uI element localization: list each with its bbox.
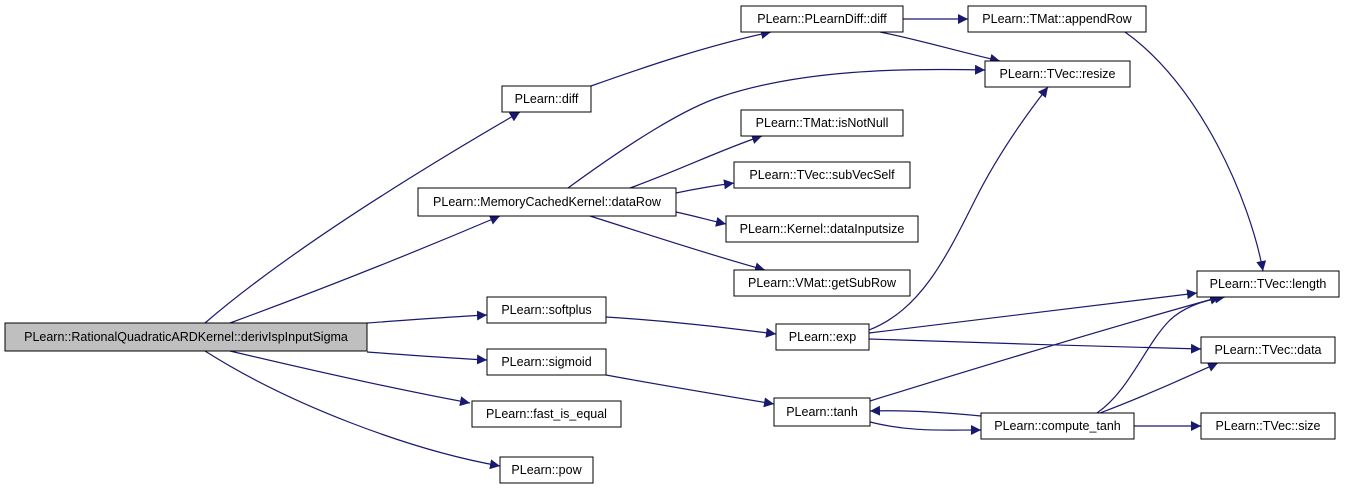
svg-text:PLearn::TVec::data: PLearn::TVec::data (1214, 343, 1321, 357)
edge-plearndiff-to-resize (879, 31, 1001, 64)
edge-datarow-to-getsubrow (589, 215, 766, 273)
node-size[interactable]: PLearn::TVec::size (1200, 412, 1336, 440)
edge-datarow-to-datainputsize (675, 211, 727, 227)
edge-diff-to-plearndiff (590, 29, 772, 87)
svg-text:PLearn::TVec::subVecSelf: PLearn::TVec::subVecSelf (749, 168, 895, 182)
svg-text:PLearn::TVec::length: PLearn::TVec::length (1210, 277, 1327, 291)
edge-computetanh-to-tanh (869, 405, 982, 417)
edge-root-to-fastisequal (229, 350, 471, 407)
edge-exp-to-data (868, 338, 1202, 354)
node-datarow[interactable]: PLearn::MemoryCachedKernel::dataRow (417, 187, 677, 217)
edge-root-to-sigmoid (366, 351, 488, 365)
edge-softplus-to-exp (605, 316, 777, 338)
svg-text:PLearn::pow: PLearn::pow (511, 463, 582, 477)
node-softplus[interactable]: PLearn::softplus (486, 296, 607, 324)
svg-text:PLearn::MemoryCachedKernel::da: PLearn::MemoryCachedKernel::dataRow (433, 195, 662, 209)
node-fastisequal[interactable]: PLearn::fast_is_equal (471, 400, 622, 428)
node-data[interactable]: PLearn::TVec::data (1200, 336, 1336, 364)
svg-text:PLearn::Kernel::dataInputsize: PLearn::Kernel::dataInputsize (740, 222, 905, 236)
edge-appendrow-to-length (1124, 31, 1267, 272)
node-sigmoid[interactable]: PLearn::sigmoid (486, 348, 607, 376)
svg-text:PLearn::diff: PLearn::diff (515, 92, 579, 106)
edge-root-to-diff (204, 111, 521, 324)
edge-root-to-datarow (229, 215, 501, 324)
node-tanh[interactable]: PLearn::tanh (773, 397, 871, 427)
node-datainputsize[interactable]: PLearn::Kernel::dataInputsize (725, 215, 919, 243)
edge-tanh-to-computetanh (869, 421, 982, 436)
edge-computetanh-to-data (1099, 362, 1219, 414)
svg-text:PLearn::compute_tanh: PLearn::compute_tanh (994, 419, 1121, 433)
node-computetanh[interactable]: PLearn::compute_tanh (980, 412, 1135, 440)
svg-text:PLearn::PLearnDiff::diff: PLearn::PLearnDiff::diff (757, 12, 887, 26)
edge-computetanh-to-length (1096, 293, 1226, 414)
edge-root-to-pow (204, 350, 501, 470)
node-appendrow[interactable]: PLearn::TMat::appendRow (967, 5, 1147, 33)
node-diff[interactable]: PLearn::diff (501, 85, 592, 113)
svg-text:PLearn::tanh: PLearn::tanh (786, 405, 858, 419)
node-getsubrow[interactable]: PLearn::VMat::getSubRow (733, 269, 911, 297)
node-resize[interactable]: PLearn::TVec::resize (984, 60, 1131, 88)
svg-text:PLearn::TVec::resize: PLearn::TVec::resize (999, 67, 1115, 81)
node-pow[interactable]: PLearn::pow (499, 456, 594, 484)
edge-datarow-to-subvecself (675, 179, 735, 194)
node-subvecself[interactable]: PLearn::TVec::subVecSelf (733, 161, 911, 189)
svg-text:PLearn::VMat::getSubRow: PLearn::VMat::getSubRow (748, 276, 897, 290)
svg-text:PLearn::exp: PLearn::exp (789, 330, 856, 344)
node-isnotnull[interactable]: PLearn::TMat::isNotNull (740, 109, 904, 137)
edges (204, 14, 1267, 470)
svg-text:PLearn::fast_is_equal: PLearn::fast_is_equal (486, 407, 607, 421)
svg-text:PLearn::TMat::appendRow: PLearn::TMat::appendRow (982, 12, 1132, 26)
edge-tanh-to-length (869, 294, 1221, 402)
node-plearndiff[interactable]: PLearn::PLearnDiff::diff (740, 5, 904, 33)
node-exp[interactable]: PLearn::exp (775, 323, 870, 351)
node-length[interactable]: PLearn::TVec::length (1196, 270, 1340, 298)
edge-exp-to-resize (868, 86, 1049, 331)
node-root[interactable]: PLearn::RationalQuadraticARDKernel::deri… (4, 322, 368, 352)
edge-datarow-to-resize (567, 64, 986, 189)
svg-text:PLearn::softplus: PLearn::softplus (501, 303, 591, 317)
svg-text:PLearn::TVec::size: PLearn::TVec::size (1216, 419, 1321, 433)
svg-text:PLearn::TMat::isNotNull: PLearn::TMat::isNotNull (756, 116, 889, 130)
edge-root-to-softplus (366, 310, 488, 324)
svg-text:PLearn::sigmoid: PLearn::sigmoid (501, 355, 591, 369)
edge-sigmoid-to-tanh (605, 374, 775, 408)
svg-text:PLearn::RationalQuadraticARDKe: PLearn::RationalQuadraticARDKernel::deri… (24, 330, 348, 344)
edge-exp-to-length (868, 289, 1198, 334)
edge-datarow-to-isnotnull (629, 134, 763, 189)
